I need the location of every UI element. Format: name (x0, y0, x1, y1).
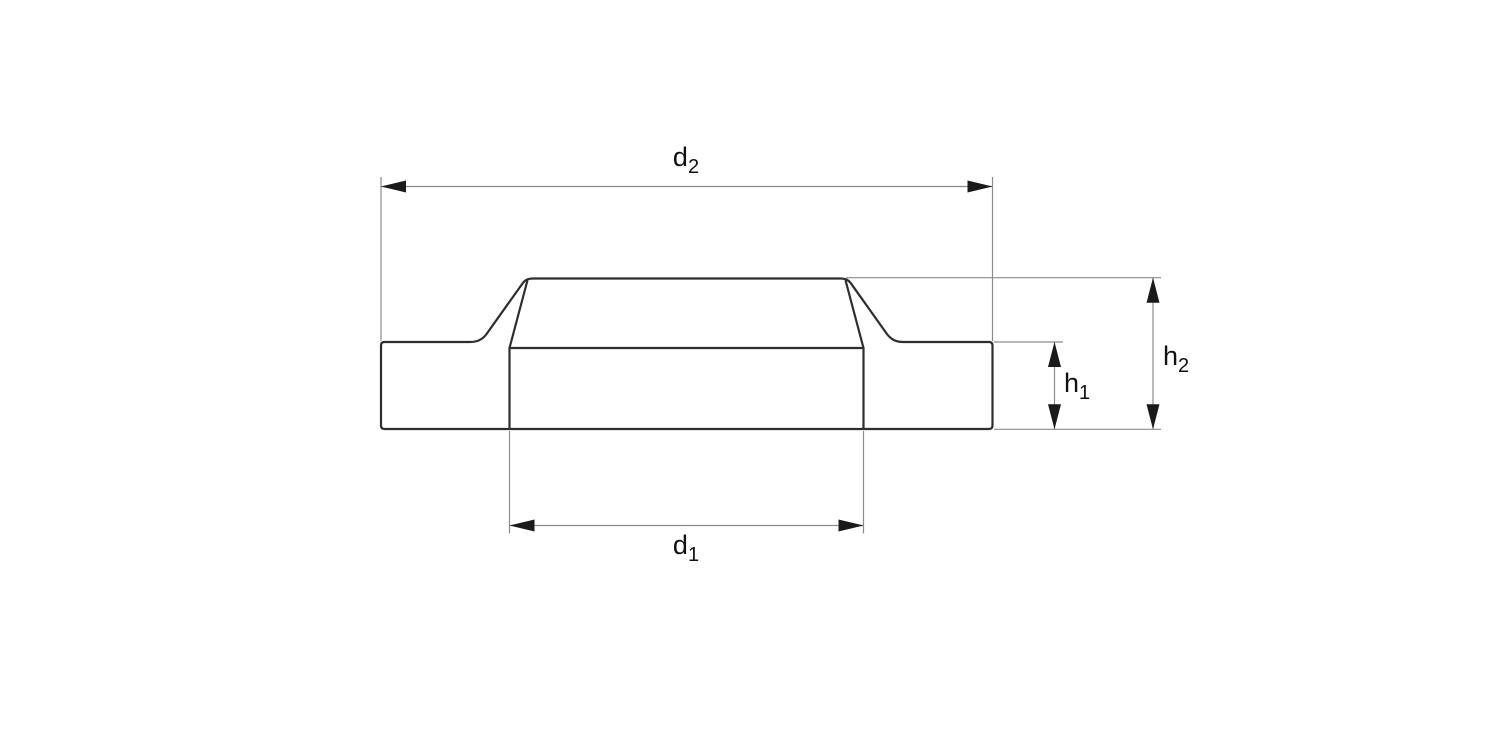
dimension-d1: d1 (508, 431, 865, 566)
arrowhead-h2-bottom (1146, 404, 1160, 430)
part-cross-section (379, 277, 994, 431)
arrowhead-d1-right (838, 519, 864, 532)
dimension-h2: h2 (846, 277, 1189, 430)
dimension-h1: h1 (994, 341, 1090, 430)
dimension-d2: d2 (380, 142, 994, 341)
arrowhead-h1-top (1048, 342, 1061, 367)
arrowhead-d2-right (967, 180, 993, 193)
arrowhead-d1-left (509, 519, 535, 532)
dimension-label-h2: h2 (1163, 341, 1189, 377)
part-inner-bore-profile (508, 346, 865, 431)
part-inner-cone-edges (508, 279, 865, 350)
part-outer-profile (379, 277, 994, 431)
arrowhead-d2-left (381, 180, 406, 193)
dimension-label-d2: d2 (673, 142, 699, 178)
dimension-label-d1: d1 (673, 530, 699, 566)
arrowhead-h1-bottom (1048, 404, 1061, 430)
arrowhead-h2-top (1146, 277, 1160, 303)
dimension-label-h1: h1 (1064, 368, 1090, 404)
